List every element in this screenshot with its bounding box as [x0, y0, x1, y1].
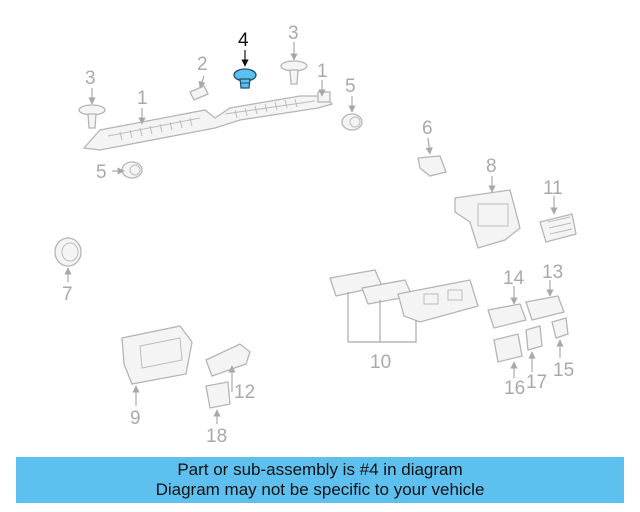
- callout-5-right[interactable]: 5: [345, 76, 356, 97]
- callout-3-left[interactable]: 3: [85, 68, 96, 89]
- side-vent-part-11: [539, 213, 577, 243]
- clip-part-2: [189, 85, 209, 101]
- grommet-part-5-right: [341, 113, 363, 131]
- grommet-part-5-left: [121, 161, 143, 179]
- vent-part-14: [487, 303, 527, 329]
- defroster-duct-part-1: [82, 91, 334, 151]
- vent-part-12: [205, 343, 251, 377]
- callout-15[interactable]: 15: [553, 360, 574, 381]
- callout-1-right[interactable]: 1: [317, 61, 328, 82]
- callout-8[interactable]: 8: [486, 156, 497, 177]
- cap-part-18: [205, 381, 231, 409]
- callout-18[interactable]: 18: [206, 426, 227, 447]
- clip-part-4-highlighted: [233, 68, 257, 89]
- callout-17[interactable]: 17: [526, 372, 547, 393]
- duct-housing-part-9: [121, 325, 193, 385]
- nozzle-part-6: [417, 155, 447, 177]
- callout-1-left[interactable]: 1: [137, 88, 148, 109]
- callout-labels: 3 1 2 4 3 1 5 5 6 8 11 7 14 13 10 15 16 …: [62, 23, 574, 447]
- info-banner: Part or sub-assembly is #4 in diagram Di…: [16, 457, 624, 503]
- callout-7[interactable]: 7: [62, 284, 73, 305]
- push-pin-part-3-right: [280, 60, 308, 85]
- leader-lines: [64, 42, 564, 424]
- callout-10[interactable]: 10: [370, 352, 391, 373]
- callout-5-left[interactable]: 5: [96, 162, 107, 183]
- banner-line-1: Part or sub-assembly is #4 in diagram: [177, 460, 463, 479]
- register-assembly-part-10: [329, 269, 479, 323]
- callout-12[interactable]: 12: [234, 382, 255, 403]
- bracket-part-16: [493, 333, 523, 363]
- vent-part-13: [525, 295, 565, 321]
- callout-4[interactable]: 4: [238, 30, 249, 51]
- round-vent-part-7: [54, 237, 82, 267]
- callout-16[interactable]: 16: [504, 378, 525, 399]
- callout-3-right[interactable]: 3: [288, 23, 299, 44]
- knob-part-15: [551, 317, 569, 339]
- banner-line-2: Diagram may not be specific to your vehi…: [155, 480, 485, 499]
- callout-2[interactable]: 2: [197, 54, 208, 75]
- cap-part-17: [525, 325, 543, 351]
- callout-6[interactable]: 6: [422, 118, 433, 139]
- callout-9[interactable]: 9: [130, 408, 141, 429]
- center-bezel-part-8: [454, 189, 521, 249]
- callout-11[interactable]: 11: [543, 178, 563, 199]
- callout-14[interactable]: 14: [503, 268, 525, 289]
- callout-13[interactable]: 13: [542, 262, 563, 283]
- push-pin-part-3-left: [78, 104, 106, 129]
